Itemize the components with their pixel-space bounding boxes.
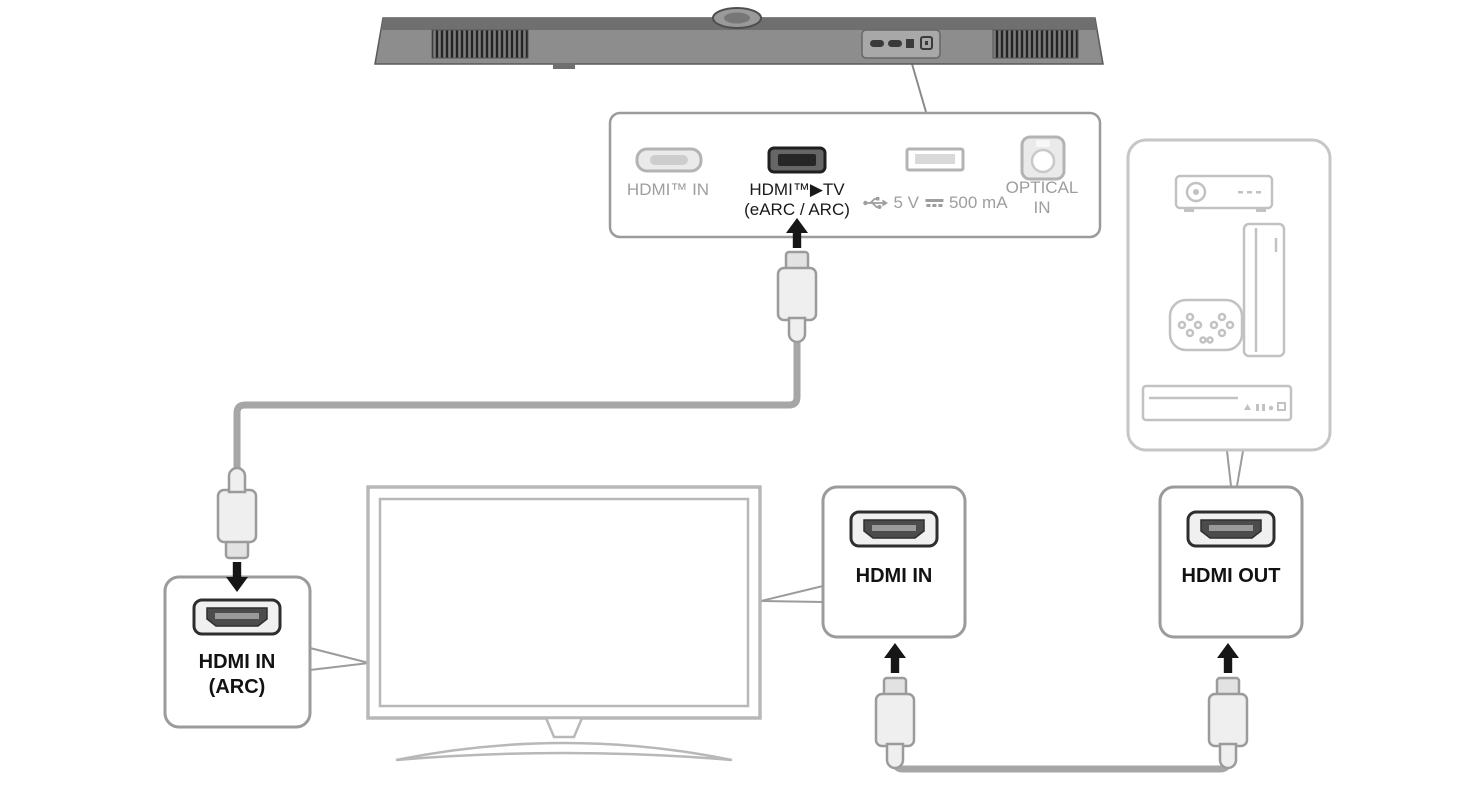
tv-arc-label-line1: HDMI IN	[198, 651, 276, 673]
soundbar-ports-recess	[861, 29, 941, 59]
tv-stand-neck	[544, 716, 584, 739]
hdmi-port-icon	[1186, 510, 1276, 548]
device-hdmi-out-callout-box	[1158, 485, 1304, 639]
hdmi-plug-icon	[776, 250, 818, 344]
up-arrow-icon	[884, 643, 906, 673]
soundbar-illustration	[374, 7, 1104, 69]
hdmi-plug-icon	[216, 466, 258, 560]
tv-hdmi-in-callout-box	[821, 485, 967, 639]
hdmi-in-port-label: HDMI™ IN	[626, 180, 710, 199]
soundbar-foot	[553, 63, 575, 69]
arc-box-callout-wedge	[309, 647, 370, 671]
optical-port-icon	[1020, 135, 1066, 181]
hdmi-in-port-icon	[635, 147, 703, 173]
rear-panel-callout	[608, 111, 1102, 239]
set-top-box-icon	[1174, 174, 1274, 212]
tv-stand-base	[395, 741, 733, 762]
soundbar-callout-line	[909, 56, 927, 113]
hdmi-port-icon	[849, 510, 939, 548]
tv-hdmi-in-label: HDMI IN	[855, 565, 933, 587]
device-box-callout-wedge	[1226, 450, 1244, 487]
tv-arc-label-line2: (ARC)	[208, 676, 266, 698]
device-hdmi-out-label: HDMI OUT	[1181, 565, 1281, 587]
external-devices-box	[1126, 138, 1332, 452]
up-arrow-icon	[1217, 643, 1239, 673]
hdmi-cable-soundbar-to-tv	[233, 332, 801, 480]
hdmi-port-icon	[192, 598, 282, 636]
usb-port-icon	[905, 147, 965, 172]
hdmi-in-box-callout-wedge	[760, 585, 824, 603]
hdmi-plug-icon	[874, 676, 916, 770]
usb-voltage-label: 5 V	[893, 193, 919, 212]
optical-port-label-line2: IN	[1033, 198, 1051, 217]
game-console-icon	[1168, 222, 1286, 358]
hdmi-arc-port-label: HDMI™▶TV	[749, 180, 845, 199]
usb-icon	[863, 197, 888, 209]
hdmi-cable-device-to-tv	[891, 754, 1232, 773]
usb-port-label: 5 V 500 mA	[862, 193, 1008, 213]
usb-current-label: 500 mA	[948, 193, 1008, 212]
dc-power-icon	[924, 199, 943, 211]
bluray-player-icon	[1141, 384, 1293, 422]
optical-port-label-line1: OPTICAL	[1005, 178, 1079, 197]
hdmi-plug-icon	[1207, 676, 1249, 770]
hdmi-arc-port-sublabel: (eARC / ARC)	[744, 200, 850, 219]
tv-illustration	[366, 485, 762, 762]
hdmi-arc-port-icon	[767, 146, 827, 174]
speaker-grille-left-icon	[431, 29, 529, 59]
speaker-grille-right-icon	[992, 29, 1079, 59]
